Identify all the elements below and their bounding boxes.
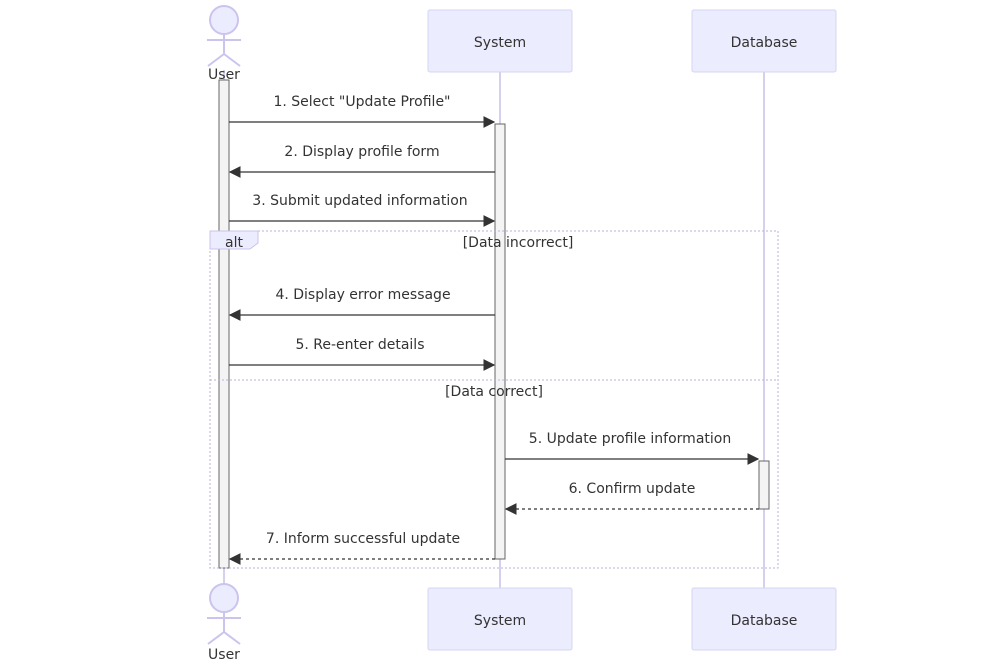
message-4: 4. Display error message — [228, 287, 495, 321]
database-participant-top: Database — [691, 9, 837, 73]
message-5: 5. Re-enter details — [229, 337, 496, 371]
message-8: 7. Inform successful update — [228, 531, 495, 565]
alt-frame: alt [Data incorrect] [Data correct] — [209, 230, 779, 569]
message-label: 5. Update profile information — [529, 431, 731, 447]
system-activation — [494, 123, 506, 560]
database-participant-bottom: Database — [691, 587, 837, 651]
user-actor-bottom: User — [207, 583, 241, 661]
user-actor-icon — [209, 583, 239, 613]
system-label-top: System — [474, 35, 526, 51]
message-1: 1. Select "Update Profile" — [229, 94, 496, 128]
message-2: 2. Display profile form — [228, 144, 495, 178]
database-label-bottom: Database — [731, 613, 798, 629]
user-label-top: User — [208, 67, 240, 83]
message-6: 5. Update profile information — [505, 431, 760, 465]
system-participant-top: System — [427, 9, 573, 73]
message-label: 4. Display error message — [275, 287, 450, 303]
message-label: 5. Re-enter details — [295, 337, 424, 353]
alt-condition-correct: [Data correct] — [445, 384, 543, 400]
message-label: 6. Confirm update — [569, 481, 696, 497]
user-actor-icon — [209, 5, 239, 35]
system-participant-bottom: System — [427, 587, 573, 651]
message-label: 3. Submit updated information — [252, 193, 467, 209]
message-label: 2. Display profile form — [284, 144, 439, 160]
user-label-bottom: User — [208, 647, 240, 661]
user-activation — [218, 79, 230, 569]
message-label: 1. Select "Update Profile" — [273, 94, 450, 110]
database-label-top: Database — [731, 35, 798, 51]
message-7: 6. Confirm update — [504, 481, 759, 515]
message-3: 3. Submit updated information — [229, 193, 496, 227]
alt-keyword: alt — [225, 235, 243, 251]
alt-condition-incorrect: [Data incorrect] — [463, 235, 574, 251]
alt-tab — [209, 230, 259, 250]
database-activation — [758, 460, 770, 510]
user-actor-top: User — [207, 5, 241, 83]
system-label-bottom: System — [474, 613, 526, 629]
message-label: 7. Inform successful update — [266, 531, 460, 547]
